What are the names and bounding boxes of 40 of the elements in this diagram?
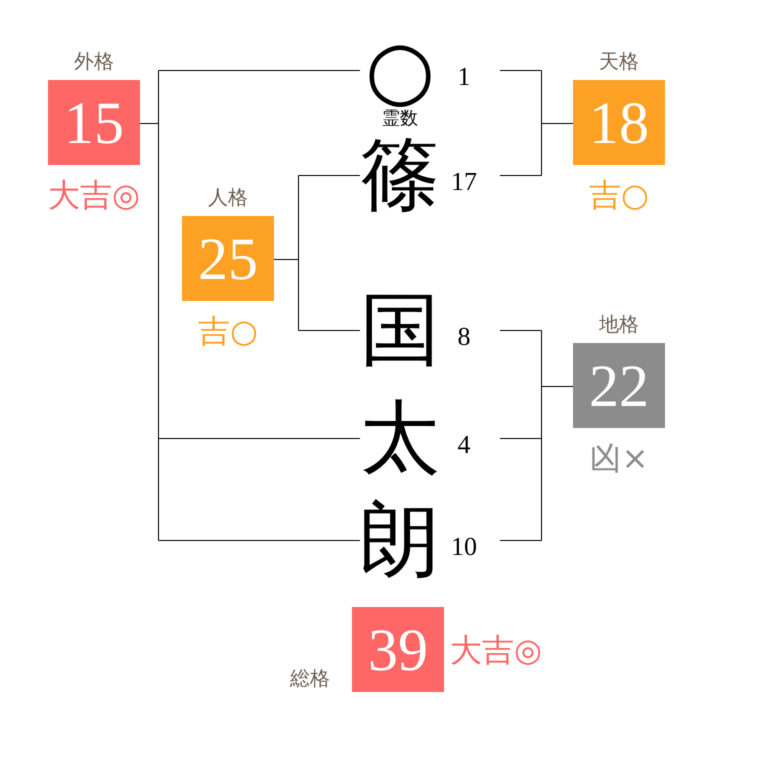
bracket-line — [541, 70, 574, 176]
score-number: 15 — [64, 92, 124, 152]
fortune-verdict: 吉○ — [589, 179, 649, 211]
sub-caption: 霊数 — [382, 110, 418, 128]
bracket-line — [158, 70, 360, 71]
bracket-line — [158, 438, 360, 439]
fortune-verdict: 吉○ — [198, 315, 258, 347]
bracket-line — [500, 540, 542, 541]
name-character: 朗 — [360, 500, 440, 580]
bracket-line — [298, 330, 360, 331]
fortune-verdict: 大吉◎ — [48, 179, 140, 211]
stroke-count: 4 — [458, 432, 470, 458]
bracket-line — [274, 175, 299, 331]
stroke-count: 8 — [458, 324, 470, 350]
category-label: 天格 — [599, 51, 639, 71]
bracket-line — [500, 330, 542, 331]
bracket-line — [500, 175, 542, 176]
bracket-line — [158, 540, 360, 541]
bracket-line — [541, 330, 574, 541]
bracket-line — [140, 70, 159, 541]
name-character: 国 — [360, 290, 440, 370]
fortune-verdict: 大吉◎ — [450, 634, 542, 666]
score-number: 39 — [368, 620, 428, 680]
score-number: 25 — [198, 228, 258, 288]
stroke-count: 10 — [451, 534, 477, 560]
category-label: 人格 — [208, 187, 248, 207]
category-label: 総格 — [290, 668, 330, 688]
stroke-count: 1 — [458, 64, 470, 90]
stroke-count: 17 — [451, 169, 477, 195]
score-number: 18 — [589, 92, 649, 152]
bracket-line — [298, 175, 360, 176]
category-label: 地格 — [599, 314, 639, 334]
name-character: 篠 — [360, 135, 440, 215]
bracket-line — [500, 70, 542, 71]
name-character: 太 — [360, 398, 440, 478]
score-number: 22 — [589, 356, 649, 416]
bracket-line — [500, 438, 542, 439]
fortune-verdict: 凶× — [590, 442, 648, 474]
name-character: ○ — [365, 30, 435, 110]
category-label: 外格 — [74, 51, 114, 71]
